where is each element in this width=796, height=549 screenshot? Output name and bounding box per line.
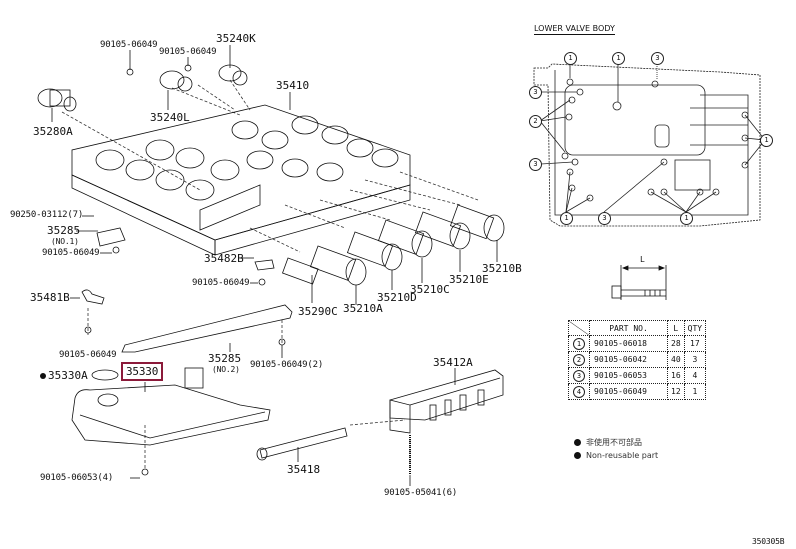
label-solenoid-35240k[interactable]: 35240K [216, 32, 256, 45]
leader-lines [51, 45, 498, 486]
row-index: 4 [573, 385, 585, 398]
non-reusable-dot-icon [574, 452, 581, 459]
solenoids-top-drawing [37, 64, 248, 112]
legend-item-english: Non-reusable part [574, 451, 658, 460]
label-plate-no2[interactable]: 35285 [208, 352, 242, 365]
small-parts-drawing [81, 227, 286, 476]
label-bolt-top-mid[interactable]: 90105-06049 [159, 47, 217, 57]
label-oring-35330a[interactable]: 35330A [40, 370, 88, 381]
tube-drawing [256, 427, 348, 461]
label-solenoid-35210c[interactable]: 35210C [410, 283, 450, 296]
table-header-part-no: PART NO. [589, 320, 668, 336]
inset-callout: 1 [564, 52, 577, 65]
row-index: 2 [573, 353, 585, 366]
label-manual-valve-35412a[interactable]: 35412A [433, 356, 473, 369]
label-solenoid-35210a[interactable]: 35210A [343, 302, 383, 315]
inset-callout: 3 [529, 158, 542, 171]
row-length: 40 [667, 351, 685, 368]
row-part-no[interactable]: 90105-06018 [589, 335, 668, 352]
label-solenoid-35290c[interactable]: 35290C [298, 305, 338, 318]
row-index: 1 [573, 337, 585, 350]
label-bolt-strainer[interactable]: 90105-06053(4) [40, 473, 114, 483]
row-part-no[interactable]: 90105-06053 [589, 367, 668, 384]
table-header-row: PART NO. L QTY [568, 320, 707, 336]
inset-callout: 3 [598, 212, 611, 225]
label-bolt-plate-no2[interactable]: 90105-06049(2) [250, 360, 324, 370]
diagram-code: 350305B [752, 537, 785, 546]
label-solenoid-35240l[interactable]: 35240L [150, 111, 190, 124]
table-row[interactable]: 4 90105-06049 12 1 [568, 383, 707, 400]
inset-callout: 1 [612, 52, 625, 65]
non-reusable-dot-icon [574, 439, 581, 446]
label-plate-no2-sub: (NO.2) [212, 365, 240, 374]
oring-drawing [91, 369, 119, 381]
solenoids-bottom-drawing [282, 204, 505, 286]
table-row[interactable]: 2 90105-06042 40 3 [568, 351, 707, 368]
row-qty: 4 [683, 367, 707, 384]
non-reusable-marker [40, 373, 46, 379]
row-part-no[interactable]: 90105-06049 [589, 383, 668, 400]
table-header-corner [568, 320, 590, 336]
label-plate-no1[interactable]: 35285 [47, 224, 81, 237]
label-solenoid-35210b[interactable]: 35210B [482, 262, 522, 275]
label-bracket-35481b[interactable]: 35481B [30, 291, 70, 304]
lower-valve-body-inset [533, 62, 766, 227]
bolt-length-label: L [640, 255, 645, 264]
label-pin-90250[interactable]: 90250-03112(7) [10, 210, 84, 220]
label-bolt-bracket[interactable]: 90105-06049 [59, 350, 117, 360]
row-part-no[interactable]: 90105-06042 [589, 351, 668, 368]
bolt-parts-table: PART NO. L QTY 1 90105-06018 28 17 2 901… [568, 320, 707, 400]
label-bolt-detent[interactable]: 90105-06049 [192, 278, 250, 288]
table-header-length: L [667, 320, 685, 336]
row-index: 3 [573, 369, 585, 382]
row-length: 28 [667, 335, 685, 352]
label-plate-no1-sub: (NO.1) [51, 237, 79, 246]
inset-callout: 1 [560, 212, 573, 225]
label-bolt-top-left[interactable]: 90105-06049 [100, 40, 158, 50]
inset-callout: 1 [680, 212, 693, 225]
manual-valve-drawing [389, 369, 504, 434]
inset-callout: 3 [651, 52, 664, 65]
row-qty: 1 [683, 383, 707, 400]
row-length: 12 [667, 383, 685, 400]
inset-title: LOWER VALVE BODY [534, 24, 615, 35]
legend-item-japanese: 非使用不可部品 [574, 437, 642, 448]
inset-callout: 1 [760, 134, 773, 147]
plate-no2-drawing [121, 304, 293, 353]
label-strainer-35330-highlighted[interactable]: 35330 [121, 362, 164, 381]
table-row[interactable]: 1 90105-06018 28 17 [568, 335, 707, 352]
label-solenoid-35210d[interactable]: 35210D [377, 291, 417, 304]
label-solenoid-35210e[interactable]: 35210E [449, 273, 489, 286]
strainer-drawing [71, 367, 271, 446]
inset-callout: 2 [529, 115, 542, 128]
label-solenoid-35280a[interactable]: 35280A [33, 125, 73, 138]
bolt-dimension-drawing [611, 265, 667, 300]
label-tube-35418[interactable]: 35418 [287, 463, 321, 476]
row-length: 16 [667, 367, 685, 384]
row-qty: 3 [683, 351, 707, 368]
inset-callout: 3 [529, 86, 542, 99]
valve-body-drawing [71, 104, 411, 256]
label-bolt-plate-no1[interactable]: 90105-06049 [42, 248, 100, 258]
row-qty: 17 [683, 335, 707, 352]
label-valve-body-35410[interactable]: 35410 [276, 79, 310, 92]
label-bolt-manual-valve[interactable]: 90105-05041(6) [384, 488, 458, 498]
table-row[interactable]: 3 90105-06053 16 4 [568, 367, 707, 384]
table-header-qty: QTY [683, 320, 707, 336]
label-detent-35482b[interactable]: 35482B [204, 252, 244, 265]
